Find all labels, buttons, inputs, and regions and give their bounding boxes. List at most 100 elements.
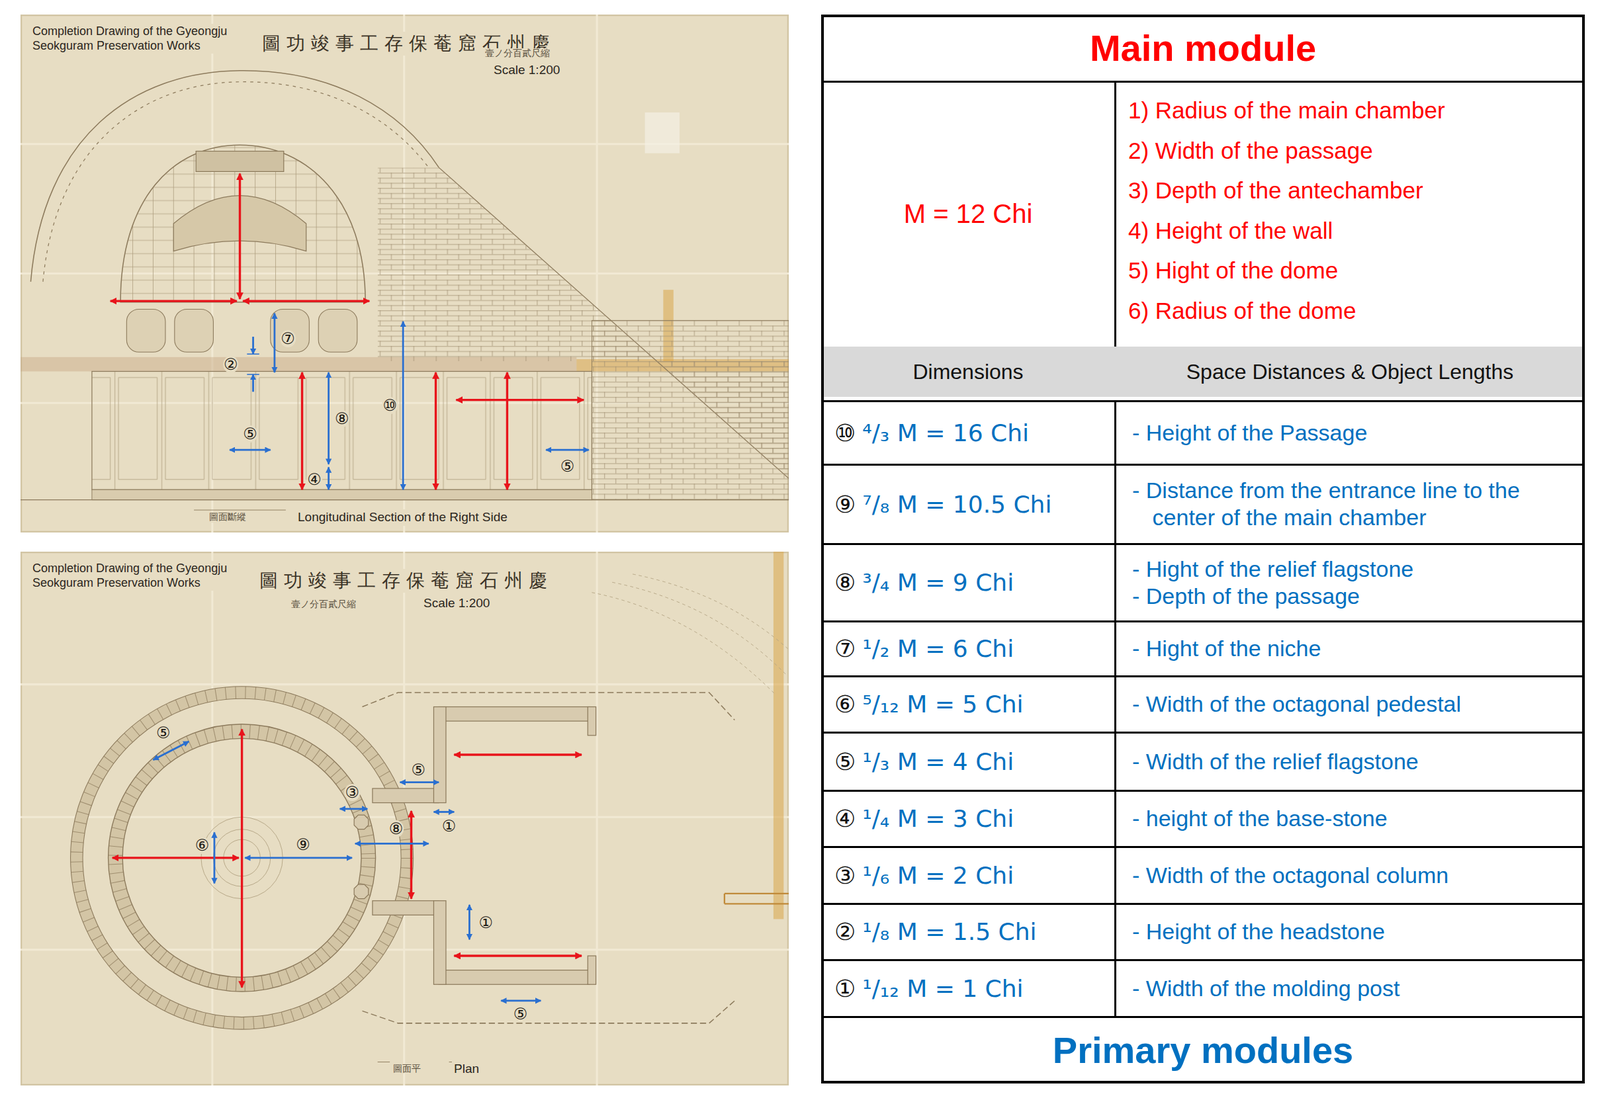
plan-marker-part <box>377 1062 462 1063</box>
module-fraction: ⁷/₈ M = 10.5 Chi <box>862 490 1052 519</box>
circled-number: ③ <box>834 862 856 890</box>
dimension-cell: ③¹/₆ M = 2 Chi <box>821 846 1115 904</box>
primary-module-arrows-part <box>246 373 260 376</box>
description-text: - Width of the molding post <box>1132 975 1573 1003</box>
passage-and-antechamber-part <box>354 815 369 830</box>
module-value: M = 12 Chi <box>903 199 1033 229</box>
table-rule <box>821 80 1585 83</box>
niches <box>126 309 357 353</box>
circled-number: ⑤ <box>834 748 856 776</box>
niches-part <box>318 309 358 353</box>
dimension-cell: ⑤¹/₃ M = 4 Chi <box>821 732 1115 791</box>
module-item: 4) Height of the wall <box>1128 217 1575 245</box>
paper-part <box>20 551 789 1086</box>
table-rule <box>1114 400 1117 1018</box>
scale-note: Scale 1:200 <box>421 595 492 613</box>
module-fraction: ⁴/₃ M = 16 Chi <box>862 419 1029 447</box>
dome-part <box>120 144 366 302</box>
paper <box>20 551 789 1086</box>
primary-module-arrows-part <box>213 832 216 884</box>
paper-part <box>591 574 788 695</box>
passage-and-antechamber-part <box>433 901 446 986</box>
primary-module-arrows-part <box>355 843 429 845</box>
circled-number: ⑥ <box>834 690 856 718</box>
description-text: - Hight of the relief flagstone <box>1132 555 1573 583</box>
module-fraction: ¹/₄ M = 3 Chi <box>862 805 1014 833</box>
description-text: - Distance from the entrance line to the… <box>1132 477 1573 532</box>
description-cell: - Width of the molding post <box>1114 960 1585 1018</box>
dome <box>120 144 366 302</box>
module-list-cell: 1) Radius of the main chamber2) Width of… <box>1114 81 1585 347</box>
scale-note: Scale 1:200 <box>491 62 562 79</box>
primary-module-arrows-part <box>402 321 405 490</box>
column-header: Space Distances & Object Lengths <box>1114 346 1585 398</box>
module-item: 3) Depth of the antechamber <box>1128 177 1575 204</box>
niches-part <box>270 309 310 353</box>
module-item: 5) Hight of the dome <box>1128 257 1575 284</box>
callout-number: ⑤ <box>512 1005 529 1023</box>
outer-enclosure-part <box>70 686 414 1030</box>
drawing-note: 壹ノ分百貳尺縮 <box>485 48 550 59</box>
primary-module-arrows-part <box>246 353 260 355</box>
niches-part <box>126 309 166 353</box>
main-module-arrows-part <box>506 372 509 490</box>
outer-enclosure <box>70 686 736 1030</box>
callout-number: ⑥ <box>194 837 211 855</box>
callout-number: ⑧ <box>334 410 351 428</box>
plan-marker <box>377 1062 462 1063</box>
drawing-panel: Completion Drawing of the Gyeongju Seokg… <box>20 551 789 1086</box>
section-drawing <box>20 14 789 533</box>
main-module-arrows-part <box>112 856 239 859</box>
module-item: 6) Radius of the dome <box>1128 297 1575 325</box>
outer-enclosure-part <box>82 698 401 1018</box>
table-rule <box>821 790 1585 793</box>
callout-number: ⑤ <box>155 724 172 742</box>
outer-enclosure-part <box>76 692 408 1024</box>
circled-number: ④ <box>834 805 856 833</box>
module-fraction: ¹/₃ M = 4 Chi <box>862 748 1014 776</box>
panel-caption: Completion Drawing of the Gyeongju Seokg… <box>30 561 267 591</box>
passage-and-antechamber-part <box>372 788 439 804</box>
view-name: Plan <box>451 1061 482 1078</box>
table-rule <box>821 400 1585 403</box>
plan-drawing <box>20 551 789 1086</box>
callout-number: ⑩ <box>381 397 398 415</box>
dimension-cell: ④¹/₄ M = 3 Chi <box>821 790 1115 847</box>
main-chamber-part <box>108 724 376 992</box>
table-rule <box>821 731 1585 734</box>
passage-and-antechamber-part <box>438 970 590 986</box>
main-module-arrows-part <box>453 753 582 756</box>
panel-caption: Completion Drawing of the Gyeongju Seokg… <box>30 23 267 54</box>
table-rule <box>821 463 1585 466</box>
primary-module-arrows-part <box>229 449 271 452</box>
passage-and-antechamber-part <box>354 884 369 900</box>
description-cell: - Hight of the niche <box>1114 621 1585 677</box>
description-cell: - Height of the Passage <box>1114 400 1585 465</box>
description-cell: - Width of the octagonal column <box>1114 846 1585 904</box>
description-cell: - Width of the relief flagstone <box>1114 732 1585 791</box>
relief-wall-part <box>591 320 789 500</box>
table-header-cell: Main module <box>821 14 1585 82</box>
relief-wall-part <box>91 371 592 490</box>
drawing-note: 壹ノ分百貳尺縮 <box>291 599 356 610</box>
primary-module-arrows-part <box>340 807 368 810</box>
callout-number: ① <box>477 914 494 932</box>
column-header-text: Space Distances & Object Lengths <box>1186 359 1514 385</box>
table-rule <box>821 903 1585 906</box>
module-fraction: ¹/₆ M = 2 Chi <box>862 862 1014 890</box>
primary-modules-heading: Primary modules <box>1052 1028 1354 1072</box>
paper-part <box>20 14 789 533</box>
description-text: - Width of the octagonal column <box>1132 862 1573 890</box>
table-rule <box>821 620 1585 623</box>
table-rule <box>1114 81 1117 347</box>
description-cell: - Distance from the entrance line to the… <box>1114 464 1585 544</box>
description-text: - Depth of the passage <box>1132 582 1573 611</box>
callout-number: ③ <box>344 784 360 802</box>
paper-part <box>773 551 784 920</box>
dimension-cell: ⑥⁵/₁₂ M = 5 Chi <box>821 676 1115 733</box>
main-module-arrows-part <box>242 299 370 302</box>
column-header-text: Dimensions <box>912 359 1023 385</box>
dome-part <box>195 151 284 173</box>
description-text: - Height of the headstone <box>1132 918 1573 946</box>
main-module-arrows-part <box>301 372 304 490</box>
